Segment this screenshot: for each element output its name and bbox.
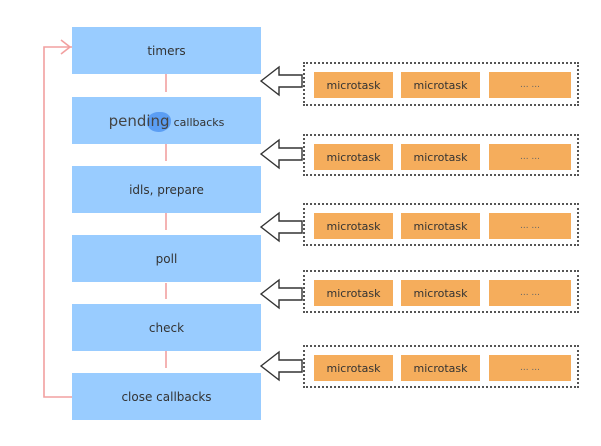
- hollow-left-arrow-icon: [259, 278, 303, 310]
- more-tasks-box: ... ...: [489, 144, 571, 170]
- phase-check: check: [72, 304, 261, 351]
- phase-close-callbacks: close callbacks: [72, 373, 261, 420]
- more-tasks-box: ... ...: [489, 280, 571, 306]
- microtask-queue: microtask microtask ... ...: [303, 270, 579, 313]
- phase-pending-callbacks: pending callbacks: [72, 97, 261, 144]
- phase-label: poll: [155, 251, 178, 266]
- microtask-box: microtask: [314, 213, 393, 239]
- hollow-left-arrow-icon: [259, 211, 303, 243]
- phase-label: close callbacks: [121, 389, 212, 404]
- microtask-box: microtask: [314, 355, 393, 381]
- phase-label: idls, prepare: [129, 182, 204, 197]
- phase-poll: poll: [72, 235, 261, 282]
- microtask-box: microtask: [401, 355, 480, 381]
- microtask-box: microtask: [314, 280, 393, 306]
- phase-label: timers: [147, 43, 186, 58]
- hollow-left-arrow-icon: [259, 138, 303, 170]
- microtask-queue: microtask microtask ... ...: [303, 134, 579, 176]
- hollow-left-arrow-icon: [259, 350, 303, 382]
- microtask-box: microtask: [401, 280, 480, 306]
- more-tasks-box: ... ...: [489, 355, 571, 381]
- microtask-box: microtask: [314, 72, 393, 98]
- microtask-box: microtask: [401, 144, 480, 170]
- microtask-box: microtask: [401, 72, 480, 98]
- more-tasks-box: ... ...: [489, 213, 571, 239]
- microtask-box: microtask: [314, 144, 393, 170]
- microtask-queue: microtask microtask ... ...: [303, 345, 579, 388]
- more-tasks-box: ... ...: [489, 72, 571, 98]
- microtask-queue: microtask microtask ... ...: [303, 62, 579, 106]
- microtask-box: microtask: [401, 213, 480, 239]
- phase-label-large: pending: [108, 111, 170, 130]
- hollow-left-arrow-icon: [259, 65, 303, 97]
- loop-back-arrow-icon: [43, 39, 72, 398]
- cursor-highlight: [146, 111, 171, 132]
- hollow-left-arrow-icons: [259, 65, 303, 382]
- phase-label-small: callbacks: [173, 115, 225, 129]
- microtask-queue: microtask microtask ... ...: [303, 203, 579, 246]
- phase-timers: timers: [72, 27, 261, 74]
- phase-label: check: [148, 320, 185, 335]
- phase-idle-prepare: idls, prepare: [72, 166, 261, 213]
